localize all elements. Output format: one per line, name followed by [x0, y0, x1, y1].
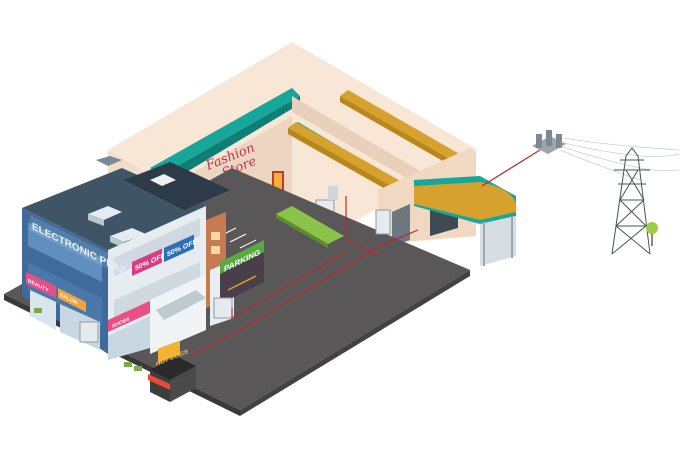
overhead-power-lines [559, 137, 680, 181]
meter-boxes [79, 209, 391, 343]
hot-dog-kiosk: HOT DOGS [148, 340, 196, 402]
power-wiring [189, 149, 541, 357]
electronic-plaza-building [22, 156, 234, 360]
transmission-tower [611, 147, 651, 255]
tree [646, 222, 658, 246]
substation [532, 130, 566, 154]
parking-sign: PARKING [220, 240, 264, 304]
planters [34, 308, 142, 371]
